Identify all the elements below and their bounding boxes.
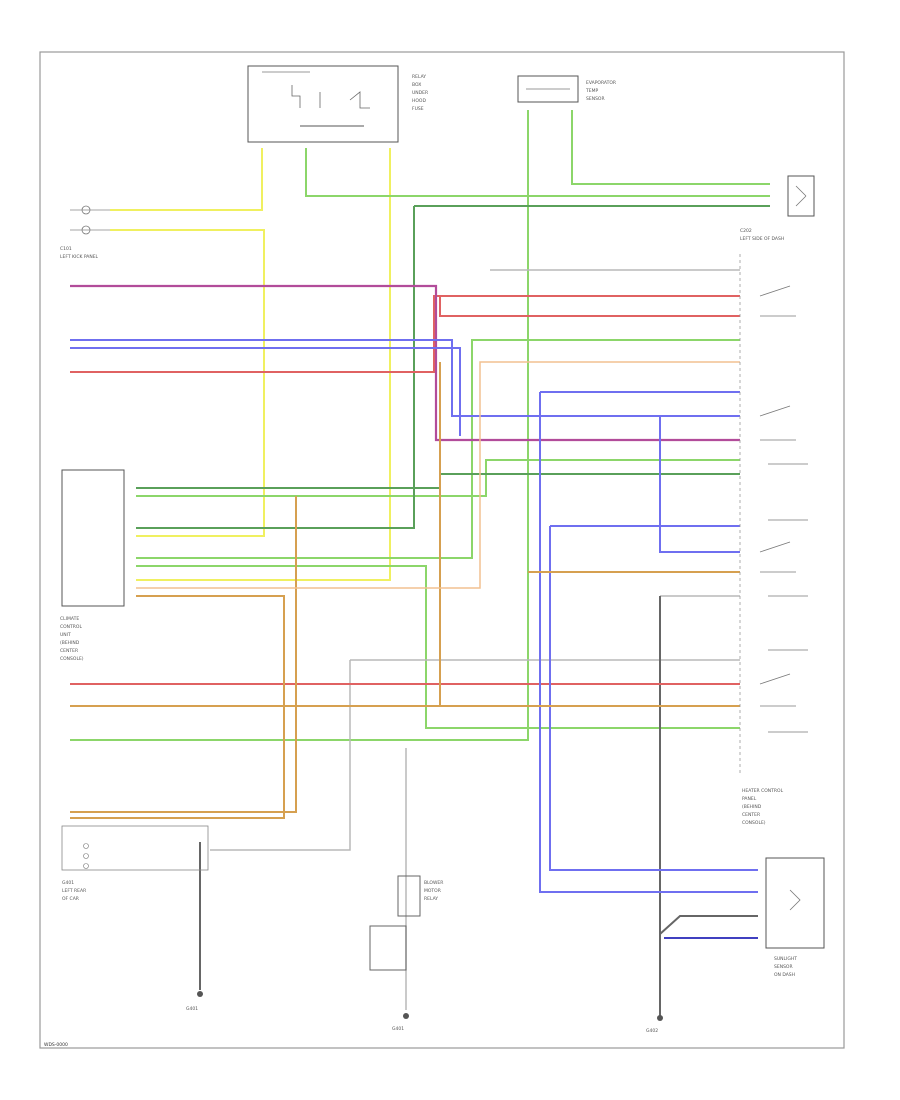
evap-label-3: SENSOR <box>586 96 605 102</box>
relay-label-line5: FUSE <box>412 106 424 112</box>
diagram-border <box>39 51 845 1049</box>
g401-label-2: LEFT REAR <box>62 888 86 894</box>
blower-label-1: BLOWER <box>424 880 443 886</box>
wires-blue <box>70 339 758 893</box>
ground-label-1: G401 <box>186 1006 198 1012</box>
wires-orange <box>70 362 740 819</box>
wires-magenta <box>70 284 740 442</box>
right-mid-label: HEATER CONTROL PANEL (BEHIND CENTER CONS… <box>742 788 784 826</box>
relay-label-line4: HOOD <box>412 98 426 104</box>
right-switches <box>759 285 808 733</box>
ccu-label-5: CENTER <box>60 648 78 654</box>
blower-label-2: MOTOR <box>424 888 441 894</box>
right-header-1: C202 <box>740 228 752 234</box>
right-mid-1: HEATER CONTROL <box>742 788 784 794</box>
wires-red <box>70 295 740 685</box>
g401-label-1: G401 <box>62 880 74 886</box>
top-right-connector <box>787 175 815 217</box>
right-header-2: LEFT SIDE OF DASH <box>740 236 784 242</box>
wires-yellow <box>110 148 391 581</box>
wires-black <box>199 596 758 1016</box>
wires-green <box>70 110 770 741</box>
ccu-label-1: CLIMATE <box>60 616 79 622</box>
c101-label-1: C101 <box>60 246 72 252</box>
ground-icon <box>197 991 203 997</box>
relay-label-line2: BOX <box>412 82 421 88</box>
relay-label-line3: UNDER <box>412 90 428 96</box>
wires-peach <box>136 361 740 589</box>
ground-label-3: G402 <box>646 1028 658 1034</box>
sunlight-label-1: SUNLIGHT <box>774 956 797 962</box>
blower-label-3: RELAY <box>424 896 438 902</box>
evap-label-1: EVAPORATOR <box>586 80 616 86</box>
right-mid-4: CENTER <box>742 812 760 818</box>
right-mid-3: (BEHIND <box>742 804 762 810</box>
sunlight-sensor: SUNLIGHT SENSOR ON DASH <box>765 857 825 978</box>
c101-label-2: LEFT KICK PANEL <box>60 254 99 260</box>
ground-symbols <box>197 991 663 1021</box>
g401-label-3: OF CAR <box>62 896 79 902</box>
left-bottom-switch: G401 LEFT REAR OF CAR <box>61 825 209 902</box>
top-relay-box: RELAY BOX UNDER HOOD FUSE <box>247 65 428 143</box>
ground-icon <box>657 1015 663 1021</box>
blower-motor-relay: BLOWER MOTOR RELAY <box>369 875 443 971</box>
relay-label-line1: RELAY <box>412 74 426 80</box>
evap-label-2: TEMP <box>585 88 598 94</box>
ccu-label-6: CONSOLE) <box>60 656 84 662</box>
ccu-label-4: (BEHIND <box>60 640 80 646</box>
evaporator-temp-sensor: EVAPORATOR TEMP SENSOR <box>517 75 616 103</box>
ground-icon <box>403 1013 409 1019</box>
climate-control-unit: CLIMATE CONTROL UNIT (BEHIND CENTER CONS… <box>60 469 125 662</box>
ccu-label-2: CONTROL <box>60 624 82 630</box>
ground-label-2: G401 <box>392 1026 404 1032</box>
sunlight-label-2: SENSOR <box>774 964 793 970</box>
sunlight-label-3: ON DASH <box>774 972 795 978</box>
right-mid-5: CONSOLE) <box>742 820 766 826</box>
ccu-label-3: UNIT <box>60 632 71 638</box>
left-connector-c101: C101 LEFT KICK PANEL <box>60 205 120 260</box>
right-mid-2: PANEL <box>742 796 757 802</box>
footer-code: WDS-0000 <box>44 1042 68 1048</box>
